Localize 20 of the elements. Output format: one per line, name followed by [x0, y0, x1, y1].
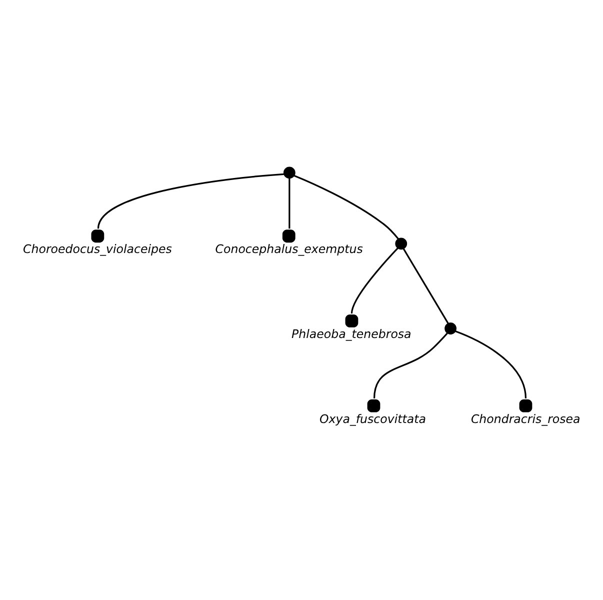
node-circle: [91, 230, 104, 243]
node-label: Oxya_fuscovittata: [319, 412, 426, 426]
connector: [97, 173, 284, 229]
node-label: Phlaeoba_tenebrosa: [292, 326, 412, 341]
node-circle: [444, 322, 456, 334]
node-label: Choroedocus_violaceipes: [23, 242, 172, 256]
connector: [455, 330, 527, 398]
connector: [294, 174, 399, 240]
node-circle: [283, 166, 296, 179]
connector: [288, 178, 290, 229]
node-circle: [395, 238, 408, 250]
node-circle: [367, 399, 380, 412]
node-label: Chondracris_rosea: [470, 412, 580, 426]
node-label: Conocephalus_exemptus: [215, 242, 363, 256]
connector: [402, 248, 449, 324]
node-circle: [282, 230, 296, 243]
node-circle: [519, 399, 532, 412]
connector: [373, 332, 448, 398]
node-circle: [345, 314, 358, 328]
connector: [350, 248, 398, 314]
